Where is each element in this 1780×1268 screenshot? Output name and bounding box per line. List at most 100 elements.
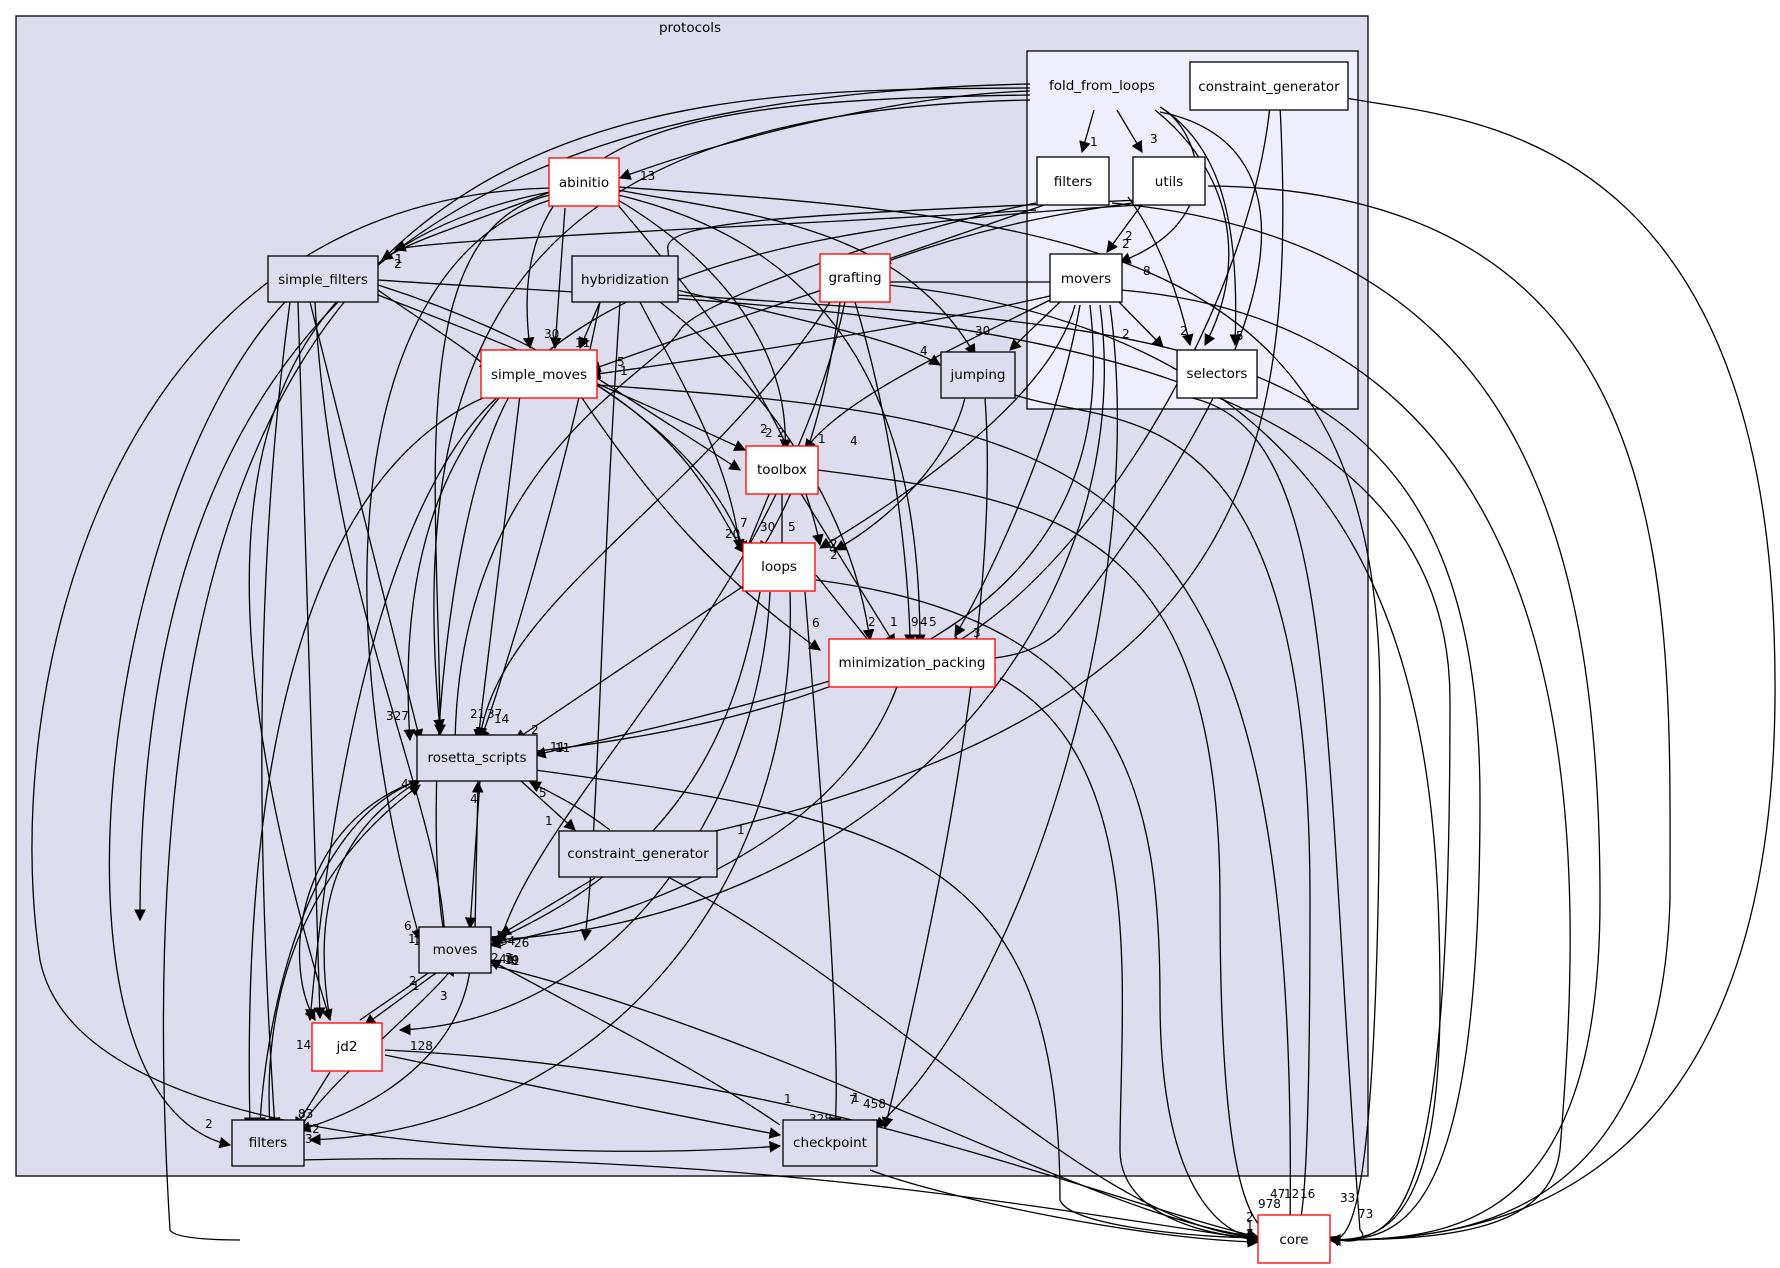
node-constraint-generator[interactable]: constraint_generator: [558, 830, 718, 878]
edge-count-label: 6: [812, 616, 820, 630]
edge-count-label: 3: [1150, 132, 1158, 146]
edge-count-label: 30: [544, 327, 559, 341]
edge-count-label: 1: [412, 979, 420, 993]
edge-count-label: 2: [1246, 1210, 1254, 1224]
edge-count-label: 1: [852, 1091, 860, 1105]
node-minimization-packing[interactable]: minimization_packing: [828, 638, 996, 688]
edge-count-label: 5: [617, 355, 625, 369]
edge-count-label: 5: [1236, 329, 1244, 343]
node-label: selectors: [1187, 366, 1248, 382]
edge-count-label: 2: [205, 1117, 213, 1131]
edge-count-label: 11: [575, 336, 590, 350]
node-jumping[interactable]: jumping: [940, 351, 1016, 399]
cluster-label-fold-from-loops: fold_from_loops: [1049, 78, 1155, 94]
edge-count-label: 1: [737, 823, 745, 837]
edge-count-label: 64: [500, 934, 515, 948]
edge-count-label: 3: [973, 626, 981, 640]
node-label: rosetta_scripts: [427, 750, 526, 766]
node-filters-ffl[interactable]: filters: [1036, 156, 1110, 206]
edge-count-label: 4: [920, 615, 928, 629]
node-label: hybridization: [581, 272, 669, 288]
node-simple-filters[interactable]: simple_filters: [267, 255, 379, 303]
node-label: abinitio: [559, 175, 609, 191]
edge-count-label: 83: [298, 1107, 313, 1121]
edge-count-label: 2: [1122, 237, 1130, 251]
edge-count-label: 1: [395, 252, 403, 266]
node-rosetta-scripts[interactable]: rosetta_scripts: [416, 734, 538, 782]
edge-count-label: 1: [784, 1092, 792, 1106]
edge-count-label: 5: [539, 786, 547, 800]
node-moves[interactable]: moves: [418, 926, 492, 974]
edge-count-label: 2: [1246, 1227, 1254, 1241]
edge-count-label: 4: [920, 344, 928, 358]
edge-count-label: 21: [470, 707, 485, 721]
edge-count-label: 7: [740, 516, 748, 530]
edge-count-label: 4: [470, 792, 478, 806]
edge-count-label: 4: [401, 777, 409, 791]
edge-count-label: 2: [1180, 324, 1188, 338]
edge-count-label: 128: [410, 1039, 433, 1053]
edge-count-label: 1: [1090, 135, 1098, 149]
node-constraint-generator-ffl[interactable]: constraint_generator: [1189, 61, 1349, 111]
edge-count-label: 6: [404, 919, 412, 933]
edge-count-label: 37: [487, 707, 502, 721]
node-hybridization[interactable]: hybridization: [571, 255, 679, 303]
edge-count-label: 5: [788, 520, 796, 534]
edge-count-label: 978: [1258, 1197, 1281, 1211]
edge-count-label: 14: [494, 712, 509, 726]
edge-count-label: 12: [489, 935, 504, 949]
edge-count-label: 1: [620, 364, 628, 378]
node-core[interactable]: core: [1257, 1214, 1331, 1264]
edge-count-label: 2: [868, 615, 876, 629]
cluster-fold-from-loops: [1026, 50, 1359, 410]
node-label: utils: [1155, 174, 1183, 190]
edge-count-label: 20: [725, 527, 740, 541]
edge-count-label: 327: [386, 709, 409, 723]
node-simple-moves[interactable]: simple_moves: [480, 349, 598, 399]
edge-count-label: 8: [1143, 264, 1151, 278]
edge-count-label: 4: [507, 954, 515, 968]
node-abinitio[interactable]: abinitio: [548, 157, 620, 207]
edge-count-label: 2: [830, 548, 838, 562]
edge-count-label: 458: [863, 1097, 886, 1111]
node-movers[interactable]: movers: [1049, 253, 1123, 303]
edge-count-label: 2: [1125, 229, 1133, 243]
node-grafting[interactable]: grafting: [819, 253, 891, 303]
edge-count-label: 2: [1122, 327, 1130, 341]
node-label: movers: [1061, 271, 1111, 287]
node-label: grafting: [828, 270, 881, 286]
edge-count-label: 73: [1358, 1207, 1373, 1221]
node-checkpoint[interactable]: checkpoint: [782, 1119, 878, 1167]
edge-count-label: 1: [545, 814, 553, 828]
edge-count-label: 1: [1246, 1219, 1254, 1233]
edge-count-label: 2: [531, 723, 539, 737]
edge-count-label: 3: [505, 951, 513, 965]
node-filters[interactable]: filters: [231, 1119, 305, 1167]
edge-count-label: 14: [296, 1038, 311, 1052]
edge-count-label: 2: [312, 1122, 320, 1136]
edge-count-label: 4: [850, 434, 858, 448]
edge-count-label: 26: [514, 936, 529, 950]
edge-count-label: 2: [830, 537, 838, 551]
edge-count-label: 30: [760, 520, 775, 534]
edge-layer: [31, 83, 1776, 1248]
node-loops[interactable]: loops: [742, 542, 816, 592]
edge-count-label: 46: [499, 952, 514, 966]
node-utils[interactable]: utils: [1132, 156, 1206, 206]
edge-count-label: 7: [491, 934, 499, 948]
node-label: jumping: [950, 367, 1006, 383]
node-label: filters: [1054, 174, 1092, 190]
edge-count-label: 1: [818, 432, 826, 446]
edge-count-label: 1: [413, 934, 421, 948]
node-label: filters: [249, 1135, 287, 1151]
edge-count-label: 1: [512, 954, 520, 968]
node-label: core: [1279, 1232, 1308, 1248]
edge-count-label: 2: [394, 257, 402, 271]
node-selectors[interactable]: selectors: [1176, 349, 1258, 399]
edge-count-label: 12: [1284, 1187, 1299, 1201]
node-toolbox[interactable]: toolbox: [745, 445, 819, 495]
edge-count-label: 2: [491, 951, 499, 965]
node-label: simple_filters: [278, 272, 368, 288]
node-jd2[interactable]: jd2: [311, 1022, 383, 1072]
node-layer: fold_from_loops constraint_generator fil…: [231, 61, 1349, 1264]
